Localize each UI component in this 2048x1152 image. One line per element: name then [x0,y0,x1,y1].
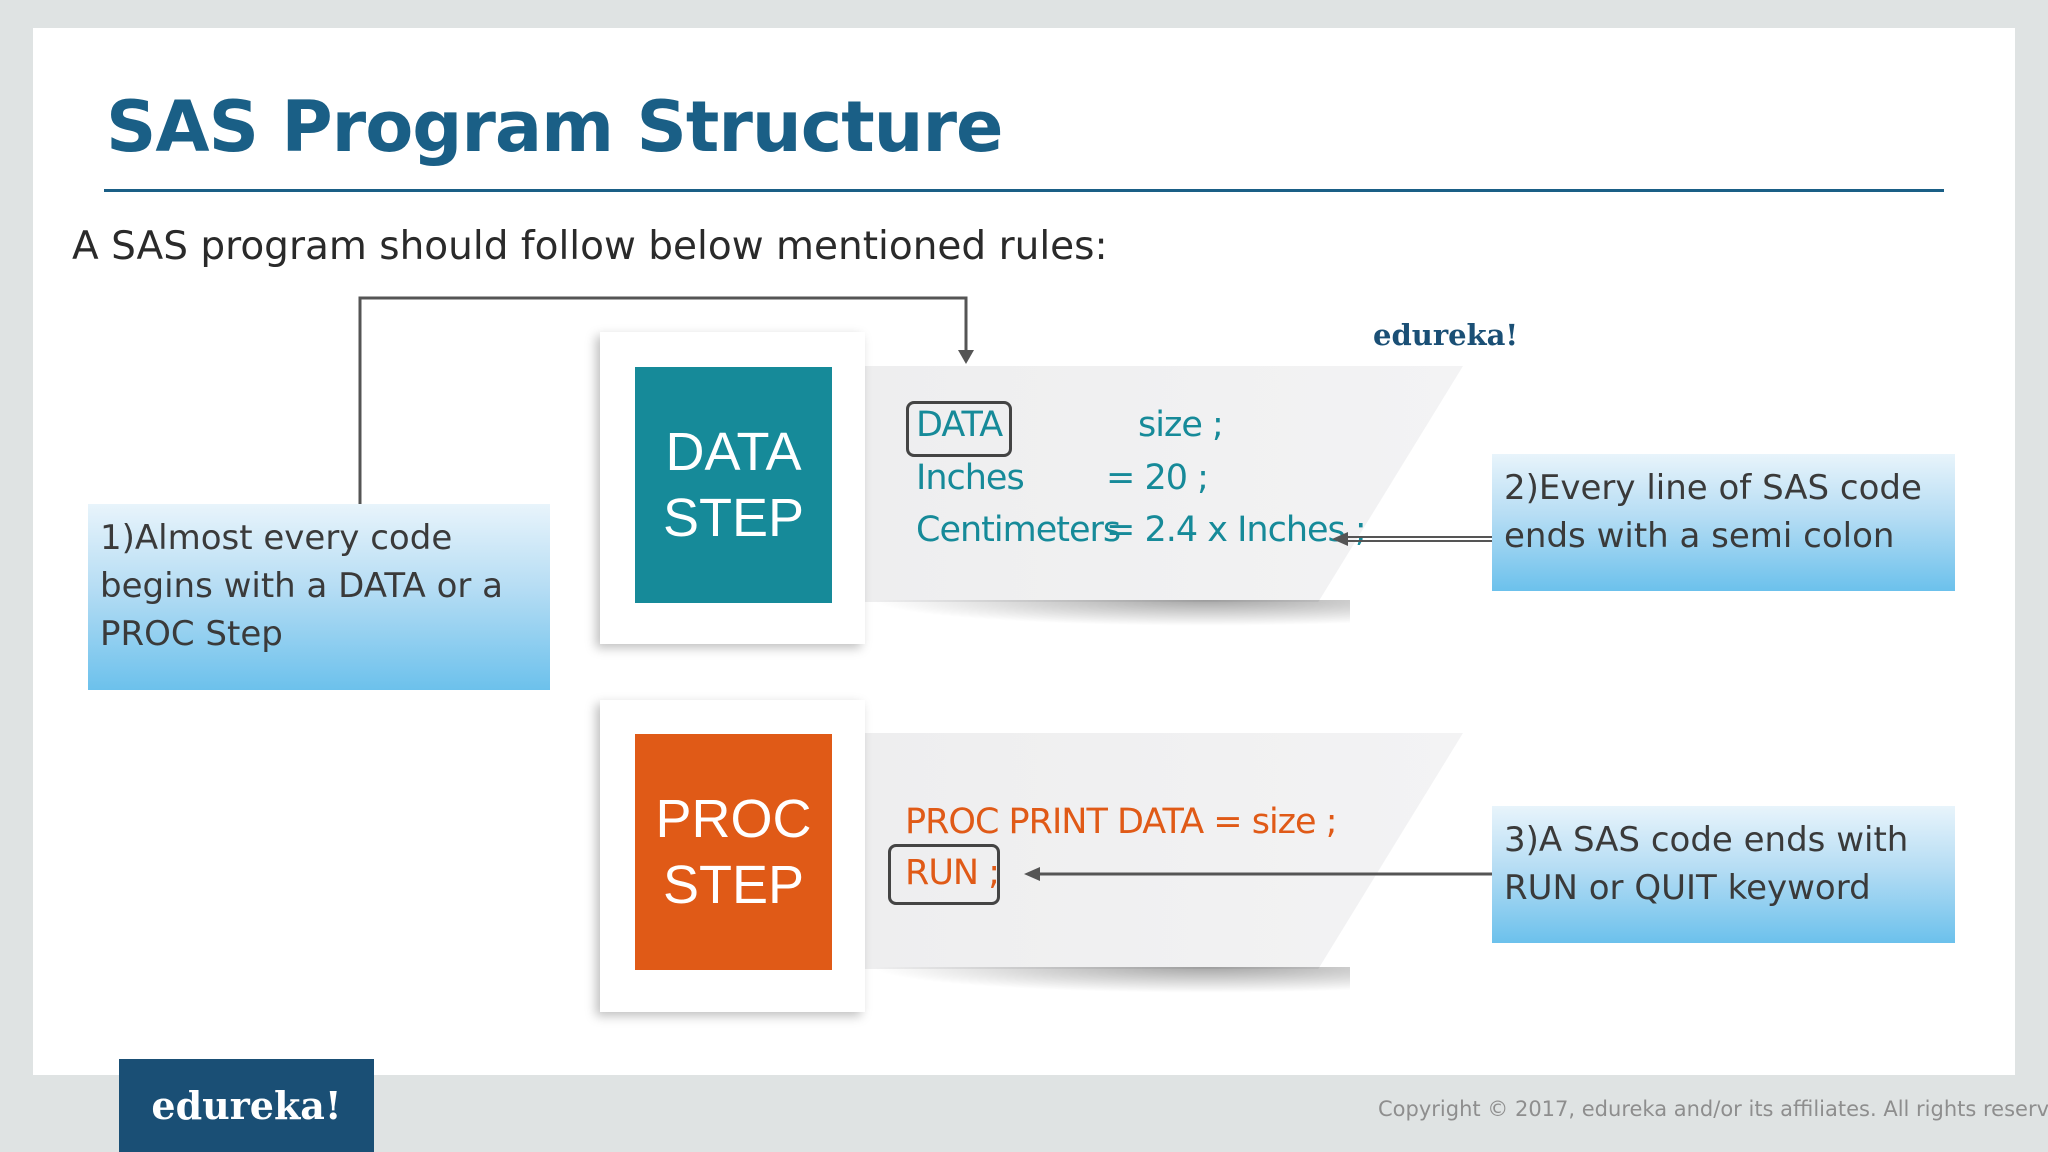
code-centimeters-expr: = 2.4 x Inches ; [1106,510,1367,550]
code-run: RUN ; [905,853,1000,893]
rule2-callout: 2)Every line of SAS code ends with a sem… [1492,454,1955,591]
slide-title: SAS Program Structure [106,86,1003,168]
rule3-arrowhead [1024,867,1040,881]
rule2-arrowhead [1332,532,1348,546]
proc-step-label-line1: PROC [655,789,812,849]
data-step-label-line1: DATA [665,422,802,482]
data-step-tile: DATA STEP [635,367,832,603]
code-centimeters-var: Centimeters [916,510,1121,550]
code-data-dataset: size ; [1138,405,1224,445]
slide-subtitle: A SAS program should follow below mentio… [72,224,1108,269]
rule1-callout: 1)Almost every code begins with a DATA o… [88,504,550,690]
code-data-keyword: DATA [916,405,1003,445]
proc-step-tile: PROC STEP [635,734,832,970]
code-inches-var: Inches [916,458,1025,498]
code-inches-value: = 20 ; [1106,458,1209,498]
title-divider [104,189,1944,192]
data-keyword-highlight [906,401,1012,457]
proc-step-label-line2: STEP [662,855,805,915]
brand-watermark: edureka! [1373,318,1519,352]
rule3-callout: 3)A SAS code ends with RUN or QUIT keywo… [1492,806,1955,943]
data-step-panel-shadow [870,600,1350,626]
rule1-connector [358,296,968,504]
data-step-label-line2: STEP [662,488,805,548]
run-keyword-highlight [888,844,1000,905]
proc-step-panel-shadow [870,967,1350,993]
code-proc-print: PROC PRINT DATA = size ; [905,802,1337,842]
rule1-arrowhead [958,350,974,364]
copyright-notice: Copyright © 2017, edureka and/or its aff… [1378,1097,2048,1121]
edureka-logo: edureka! [119,1059,374,1152]
